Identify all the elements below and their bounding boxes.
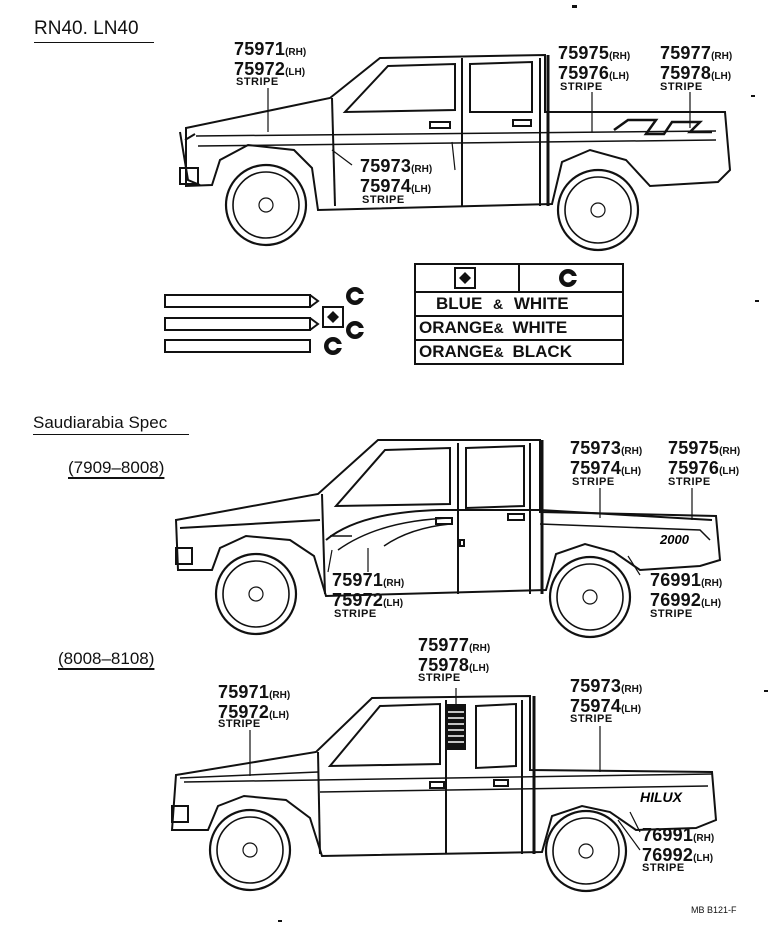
stripe-label: STRIPE [362, 194, 405, 206]
lh-suffix: (LH) [693, 853, 714, 864]
part-number-lh: 75972 [332, 590, 384, 610]
color-second: WHITE [512, 318, 568, 337]
lh-suffix: (LH) [621, 704, 642, 715]
part-number-rh: 75971 [218, 682, 270, 702]
bed-badge-hilux: HILUX [640, 789, 684, 805]
rh-suffix: (RH) [269, 690, 291, 701]
part-number-rh: 75973 [570, 438, 622, 458]
color-row: ORANGE& BLACK [414, 339, 624, 365]
part-number-rh: 75977 [418, 635, 470, 655]
rh-suffix: (RH) [383, 578, 405, 589]
amp: & [493, 296, 504, 312]
stripe-label: STRIPE [570, 713, 613, 725]
part-number-rh: 75973 [360, 156, 412, 176]
color-row: BLUE & WHITE [414, 291, 624, 317]
part-number-rh: 76991 [642, 825, 694, 845]
rh-suffix: (RH) [621, 446, 643, 457]
stripe-label: STRIPE [418, 672, 461, 684]
part-number-rh: 76991 [650, 570, 702, 590]
stripe-label: STRIPE [334, 608, 377, 620]
color-first: ORANGE [419, 342, 494, 361]
part-number-lh: 76992 [642, 845, 694, 865]
stripe-label: STRIPE [668, 476, 711, 488]
part-number-rh: 75971 [332, 570, 384, 590]
stripe-label: STRIPE [572, 476, 615, 488]
part-number-rh: 75975 [558, 43, 610, 63]
registration-marks [278, 5, 768, 922]
part-number-rh: 75971 [234, 39, 286, 59]
rh-suffix: (RH) [411, 164, 433, 175]
part-number-lh: 75972 [234, 59, 286, 79]
header-diamond-cell [414, 263, 520, 293]
section-3-range: (8008–8108) [58, 649, 155, 668]
part-number-rh: 75977 [660, 43, 712, 63]
rh-suffix: (RH) [621, 684, 643, 695]
rh-suffix: (RH) [701, 578, 723, 589]
part-number-lh: 75974 [360, 176, 412, 196]
rh-suffix: (RH) [719, 446, 741, 457]
section-2-underline [33, 434, 189, 435]
part-number-lh: 76992 [650, 590, 702, 610]
circle-badge-icon [324, 337, 344, 355]
rh-suffix: (RH) [693, 833, 715, 844]
truck-2-leaders [327, 488, 693, 576]
part-number-lh: 75976 [558, 63, 610, 83]
stripe-label: STRIPE [642, 862, 685, 874]
truck-1-crew-cab [179, 53, 732, 212]
color-first: ORANGE [419, 318, 494, 337]
header-circle-cell [518, 263, 624, 293]
amp: & [493, 344, 504, 360]
lh-suffix: (LH) [469, 663, 490, 674]
stripe-label: STRIPE [218, 718, 261, 730]
section-1-underline [34, 24, 154, 43]
part-number-lh: 75978 [660, 63, 712, 83]
lh-suffix: (LH) [621, 466, 642, 477]
bed-badge-2000: 2000 [659, 532, 690, 547]
amp: & [493, 320, 504, 336]
part-number-lh: 75972 [218, 702, 270, 722]
rear-window-stripe [446, 704, 466, 750]
stripe-label: STRIPE [650, 608, 693, 620]
section-2-range: (7909–8008) [68, 458, 165, 477]
stripe-sample-strips [164, 294, 320, 353]
figure-code: MB B121-F [691, 905, 737, 915]
circle-badge-icon [346, 321, 366, 339]
section-1-title: RN40. LN40 [34, 18, 139, 39]
circle-badge-icon [346, 287, 366, 305]
color-combination-table: BLUE & WHITE ORANGE& WHITE ORANGE& BLACK [414, 263, 624, 365]
section-2-title: Saudiarabia Spec [33, 413, 168, 432]
color-first: BLUE [436, 294, 483, 313]
lh-suffix: (LH) [269, 710, 290, 721]
truck-3-leaders [249, 688, 641, 851]
lh-suffix: (LH) [411, 184, 432, 195]
lh-suffix: (LH) [719, 466, 740, 477]
lh-suffix: (LH) [609, 71, 630, 82]
stripe-label: STRIPE [236, 76, 279, 88]
part-number-lh: 75974 [570, 458, 622, 478]
truck-2-extra-cab [174, 439, 722, 598]
stripe-label: STRIPE [560, 81, 603, 93]
stripe-label: STRIPE [660, 81, 703, 93]
color-row: ORANGE& WHITE [414, 315, 624, 341]
part-number-rh: 75973 [570, 676, 622, 696]
part-number-rh: 75975 [668, 438, 720, 458]
diamond-badge-icon [322, 306, 344, 328]
lh-suffix: (LH) [285, 67, 306, 78]
part-number-lh: 75974 [570, 696, 622, 716]
part-number-lh: 75976 [668, 458, 720, 478]
rh-suffix: (RH) [285, 47, 307, 58]
color-second: BLACK [512, 342, 572, 361]
truck-3-extra-cab [170, 694, 718, 858]
rh-suffix: (RH) [609, 51, 631, 62]
part-number-lh: 75978 [418, 655, 470, 675]
color-second: WHITE [513, 294, 569, 313]
rh-suffix: (RH) [711, 51, 733, 62]
lh-suffix: (LH) [711, 71, 732, 82]
rh-suffix: (RH) [469, 643, 491, 654]
truck-1-leaders [267, 88, 691, 171]
lh-suffix: (LH) [701, 598, 722, 609]
lh-suffix: (LH) [383, 598, 404, 609]
